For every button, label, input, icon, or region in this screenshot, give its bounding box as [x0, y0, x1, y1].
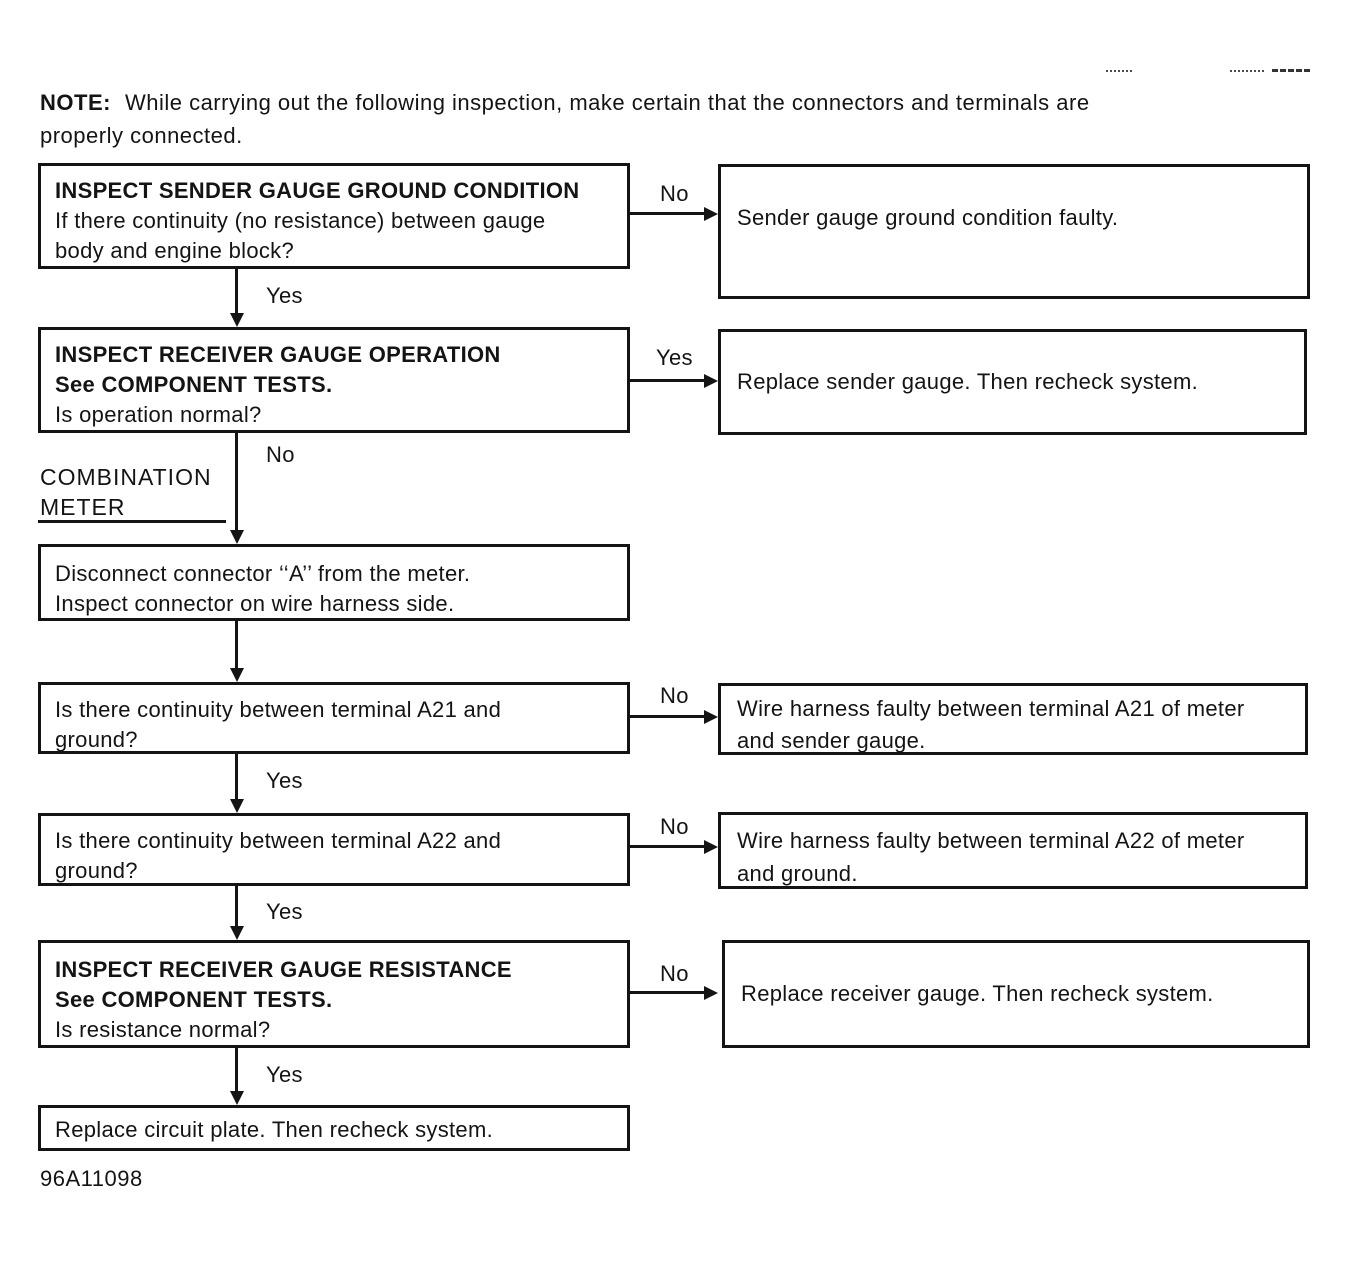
step-continuity-terminal-a22: Is there continuity between terminal A22… — [38, 813, 630, 886]
connector-line — [630, 715, 706, 718]
branch-label-no: No — [660, 961, 689, 986]
note-label: NOTE: — [40, 90, 111, 115]
result-replace-sender-gauge: Replace sender gauge. Then recheck syste… — [718, 329, 1307, 435]
step-replace-circuit-plate: Replace circuit plate. Then recheck syst… — [38, 1105, 630, 1151]
section-label-combination-meter: COMBINATION METER — [40, 462, 212, 522]
arrow-right-icon — [704, 986, 718, 1000]
step-title: INSPECT SENDER GAUGE GROUND CONDITION — [55, 178, 580, 203]
connector-line — [235, 433, 238, 531]
connector-line — [235, 269, 238, 314]
connector-line — [235, 886, 238, 927]
result-text: Wire harness faulty between terminal A21… — [737, 696, 1245, 721]
branch-label-no: No — [660, 683, 689, 708]
branch-label-yes: Yes — [266, 768, 303, 793]
arrow-down-icon — [230, 1091, 244, 1105]
result-text: Wire harness faulty between terminal A22… — [737, 828, 1245, 853]
connector-line — [235, 1048, 238, 1092]
note: NOTE:While carrying out the following in… — [40, 86, 1320, 152]
arrow-down-icon — [230, 926, 244, 940]
connector-line — [235, 621, 238, 669]
scan-artifact-dots — [1106, 70, 1132, 72]
step-text: body and engine block? — [55, 238, 295, 263]
step-disconnect-connector-a: Disconnect connector ‘‘A’’ from the mete… — [38, 544, 630, 621]
figure-id: 96A11098 — [40, 1166, 143, 1191]
step-text: Replace circuit plate. Then recheck syst… — [55, 1117, 494, 1142]
arrow-down-icon — [230, 668, 244, 682]
step-title: INSPECT RECEIVER GAUGE OPERATION — [55, 342, 501, 367]
arrow-down-icon — [230, 530, 244, 544]
branch-label-yes: Yes — [266, 899, 303, 924]
result-replace-receiver-gauge: Replace receiver gauge. Then recheck sys… — [722, 940, 1310, 1048]
step-text: If there continuity (no resistance) betw… — [55, 208, 546, 233]
branch-label-yes: Yes — [266, 283, 303, 308]
result-text: and ground. — [737, 861, 858, 886]
result-text: Replace receiver gauge. Then recheck sys… — [741, 981, 1214, 1006]
scan-artifact-dashes — [1272, 69, 1310, 72]
branch-label-no: No — [660, 181, 689, 206]
arrow-down-icon — [230, 799, 244, 813]
step-inspect-receiver-gauge-operation: INSPECT RECEIVER GAUGE OPERATION See COM… — [38, 327, 630, 433]
step-text: Is operation normal? — [55, 402, 262, 427]
step-title: INSPECT RECEIVER GAUGE RESISTANCE — [55, 957, 512, 982]
arrow-right-icon — [704, 207, 718, 221]
step-text: Is resistance normal? — [55, 1017, 271, 1042]
arrow-right-icon — [704, 374, 718, 388]
arrow-down-icon — [230, 313, 244, 327]
branch-label-yes: Yes — [656, 345, 693, 370]
branch-label-yes: Yes — [266, 1062, 303, 1087]
step-text: See COMPONENT TESTS. — [55, 987, 333, 1012]
note-line1: NOTE:While carrying out the following in… — [40, 90, 1090, 115]
step-text: Is there continuity between terminal A22… — [55, 828, 502, 853]
result-sender-ground-faulty: Sender gauge ground condition faulty. — [718, 164, 1310, 299]
section-underline — [38, 520, 226, 523]
step-text: Inspect connector on wire harness side. — [55, 591, 455, 616]
result-harness-faulty-a21: Wire harness faulty between terminal A21… — [718, 683, 1308, 755]
connector-line — [235, 754, 238, 800]
result-text: Sender gauge ground condition faulty. — [737, 205, 1119, 230]
arrow-right-icon — [704, 840, 718, 854]
step-text: Disconnect connector ‘‘A’’ from the mete… — [55, 561, 471, 586]
branch-label-no: No — [660, 814, 689, 839]
arrow-right-icon — [704, 710, 718, 724]
step-text: Is there continuity between terminal A21… — [55, 697, 502, 722]
step-continuity-terminal-a21: Is there continuity between terminal A21… — [38, 682, 630, 754]
step-inspect-sender-gauge-ground: INSPECT SENDER GAUGE GROUND CONDITION If… — [38, 163, 630, 269]
result-text: and sender gauge. — [737, 728, 926, 753]
scan-artifact-dots — [1230, 70, 1264, 72]
step-text: See COMPONENT TESTS. — [55, 372, 333, 397]
connector-line — [630, 991, 706, 994]
step-text: ground? — [55, 858, 138, 883]
step-text: ground? — [55, 727, 138, 752]
section-label-line1: COMBINATION — [40, 464, 212, 490]
branch-label-no: No — [266, 442, 295, 467]
section-label-line2: METER — [40, 494, 126, 520]
result-harness-faulty-a22: Wire harness faulty between terminal A22… — [718, 812, 1308, 889]
result-text: Replace sender gauge. Then recheck syste… — [737, 369, 1198, 394]
connector-line — [630, 845, 706, 848]
connector-line — [630, 379, 706, 382]
connector-line — [630, 212, 706, 215]
note-line2: properly connected. — [40, 123, 243, 148]
step-inspect-receiver-gauge-resistance: INSPECT RECEIVER GAUGE RESISTANCE See CO… — [38, 940, 630, 1048]
